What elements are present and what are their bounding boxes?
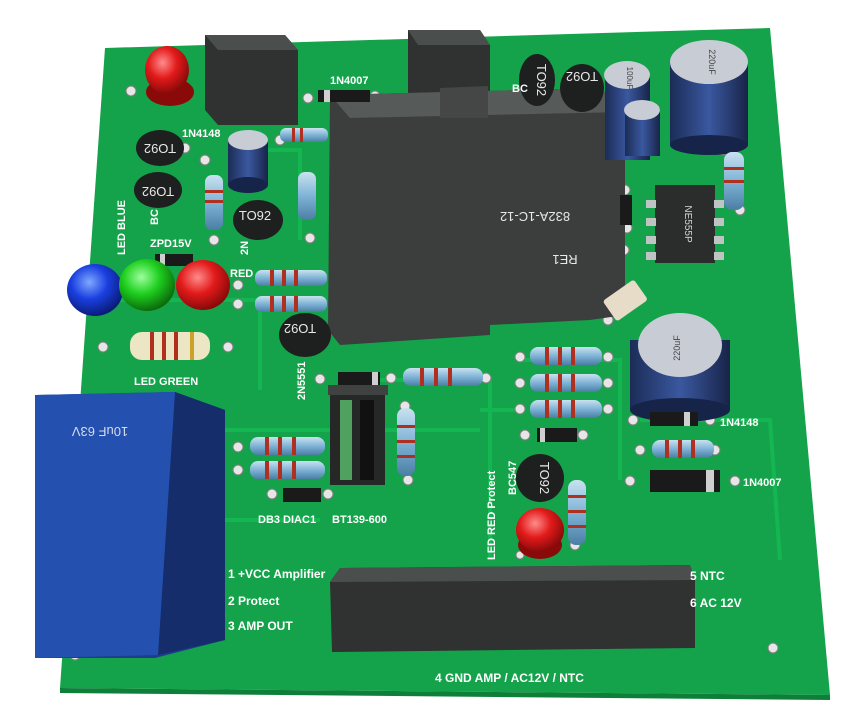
cap-top-right-small2 xyxy=(624,100,660,156)
to92-e-label: TO92 xyxy=(534,64,549,96)
transistor-to92-a: TO92 xyxy=(136,130,184,166)
relay-part-label: 832A-1C-12 xyxy=(500,209,570,224)
transistor-to92-g: TO92 xyxy=(516,454,564,502)
silk-zpd: ZPD15V xyxy=(150,238,192,250)
triac-bt139 xyxy=(328,385,388,485)
resistors xyxy=(130,128,744,545)
diodes xyxy=(155,90,720,502)
transistor-to92-e: TO92 xyxy=(519,54,555,106)
silk-bottom: 4 GND AMP / AC12V / NTC xyxy=(435,671,584,685)
silk-pin5: 5 NTC xyxy=(690,569,725,583)
cap-blue-label: 10uF 63V xyxy=(71,424,128,439)
silk-pin3: 3 AMP OUT xyxy=(228,619,293,633)
cap-small-text: 100uF xyxy=(625,67,634,90)
to92-a-label: TO92 xyxy=(144,141,176,156)
cap-blue-film: 10uF 63V xyxy=(35,392,225,658)
to92-f-label: TO92 xyxy=(566,69,598,84)
silk-bt139: BT139-600 xyxy=(332,514,387,526)
silk-pin1: 1 +VCC Amplifier xyxy=(228,567,326,581)
silk-n4148-top: 1N4148 xyxy=(182,128,221,140)
cap-large-text: 220uF xyxy=(707,49,717,75)
silk-n5551: 2N5551 xyxy=(296,361,308,400)
cap-top-right-large: 220uF xyxy=(670,40,748,155)
led-red-top xyxy=(145,46,194,106)
cap-mid-right-large: 220uF xyxy=(630,313,730,422)
terminal-block-bottom xyxy=(330,565,695,652)
to92-c-label: TO92 xyxy=(239,208,271,223)
relay-re1: 832A-1C-12 RE1 xyxy=(328,86,625,345)
cap-small-mid xyxy=(228,130,268,193)
pcb-board xyxy=(60,28,830,695)
silk-n4007-top: 1N4007 xyxy=(330,75,369,87)
silk-led-red-protect: LED RED Protect xyxy=(486,470,498,560)
led-red-protect xyxy=(516,508,564,559)
to92-b-label: TO92 xyxy=(142,184,174,199)
to92-g-label: TO92 xyxy=(537,462,552,494)
silk-bc-left: BC xyxy=(149,209,161,225)
silk-led-green: LED GREEN xyxy=(134,376,198,388)
silk-bc547: BC547 xyxy=(507,461,519,495)
silk-led-blue: LED BLUE xyxy=(116,200,128,255)
led-blue xyxy=(67,264,123,316)
transistor-to92-f: TO92 xyxy=(560,64,604,112)
pcb-board-edge xyxy=(60,688,830,700)
led-red-mid xyxy=(176,260,230,310)
transistor-to92-c: TO92 xyxy=(233,200,283,240)
to92-d-label: TO92 xyxy=(284,321,316,336)
silk-pin2: 2 Protect xyxy=(228,594,279,608)
terminal-block-top-left xyxy=(205,35,298,125)
ic-label: NE555P xyxy=(682,205,693,243)
silk-db3: DB3 DIAC1 xyxy=(258,514,316,526)
silk-pin6: 6 AC 12V xyxy=(690,596,742,610)
cap-mid-text: 220uF xyxy=(672,335,682,361)
ic-555: NE555P xyxy=(646,185,724,263)
led-green xyxy=(119,259,175,311)
relay-name-label: RE1 xyxy=(552,252,577,267)
silk-bc-top: BC xyxy=(512,83,528,95)
silk-n4007-right: 1N4007 xyxy=(743,477,782,489)
silk-n4148-right: 1N4148 xyxy=(720,417,759,429)
transistor-to92-d: TO92 xyxy=(279,313,331,357)
silk-n2-left: 2N xyxy=(239,241,251,255)
transistor-to92-b: TO92 xyxy=(134,172,182,208)
silk-red-mid: RED xyxy=(230,268,253,280)
